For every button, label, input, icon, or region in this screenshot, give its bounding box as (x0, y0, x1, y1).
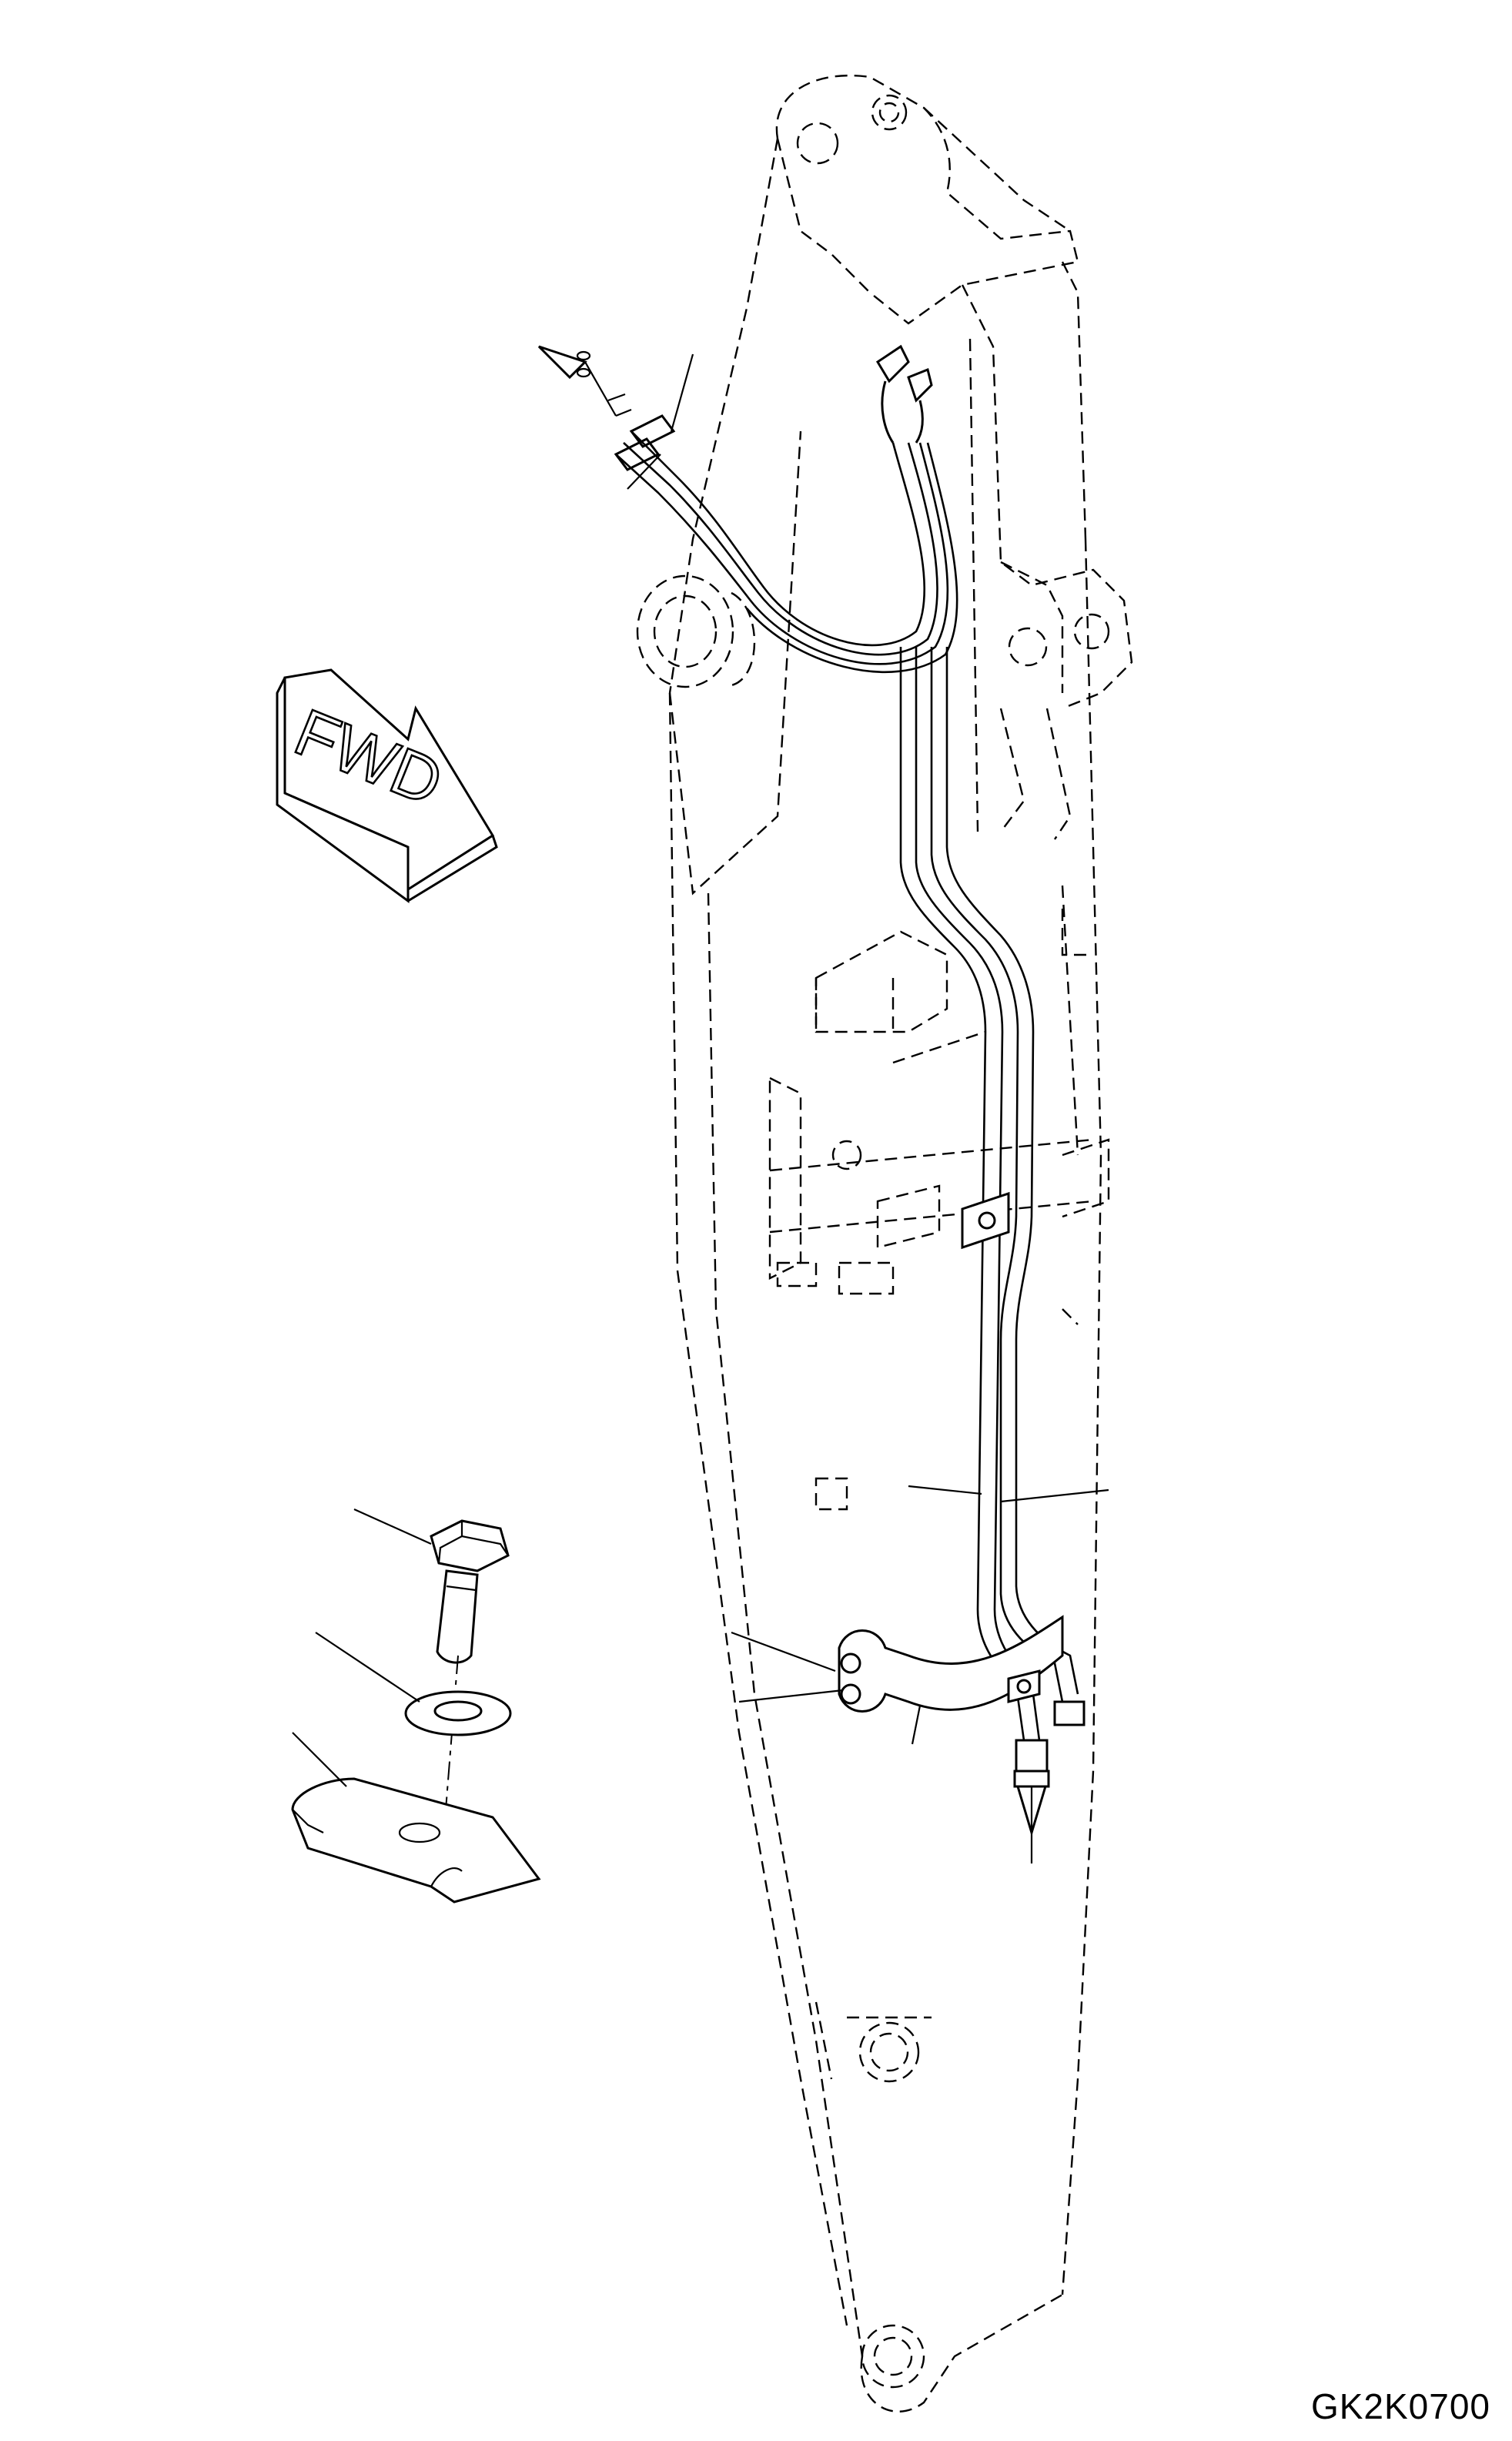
assembly-centerline (442, 1655, 459, 1849)
drawing-code: GK2K0700 (1310, 2386, 1490, 2426)
fwd-label: FWD (285, 695, 453, 820)
clamp-plate (291, 1777, 541, 1904)
hydraulic-piping (537, 344, 1085, 1863)
washer (404, 1690, 512, 1736)
leader-lines (292, 353, 1109, 1787)
forward-direction-arrow: FWD (276, 668, 498, 903)
pipe-clamp-lower (838, 1615, 1064, 1713)
pipe-clamp-upper (961, 1191, 1010, 1250)
hex-bolt (430, 1519, 510, 1664)
